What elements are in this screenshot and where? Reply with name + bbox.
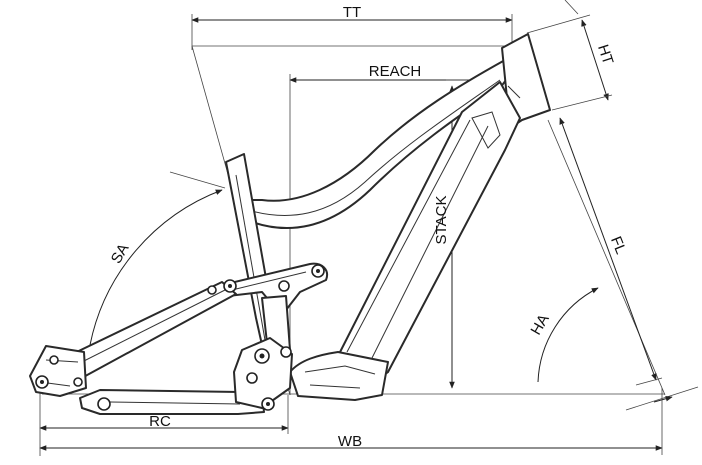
chain-stay-inner-line [109,401,241,405]
rocker-shock-pivot [278,280,290,292]
ha-arc [537,287,599,383]
label-wb: WB [338,433,362,450]
down-tube-inner-line [346,119,489,359]
ht-tick [564,0,579,15]
main-pivot-center [259,353,265,359]
shock-lower-pivot [280,346,292,358]
down-tube-cutout [471,111,501,149]
rocker-link-detail [231,271,307,291]
lower-link-pivot [246,372,258,384]
ht-top-extension [526,14,591,34]
motor-housing-detail [304,365,376,389]
label-rc: RC [149,413,171,430]
ht-bottom-extension [551,94,613,111]
fl-dimension-line [559,117,657,381]
sa-reference-line [169,171,226,189]
dimension-lines [39,0,699,456]
fork-offset-tick-1 [635,377,663,386]
chain-stay [79,389,265,415]
label-fl: FL [607,234,629,257]
dropout-pivot [73,377,83,387]
fork-offset-arrow [653,395,673,403]
motor-housing [289,351,389,401]
label-sa: SA [108,241,133,267]
rear-axle-center [40,380,44,384]
fork-axis [547,119,666,396]
label-tt: TT [343,4,361,21]
sa-arc [89,189,223,346]
upper-dropout-pivot [49,355,59,365]
main-pivot-plate [233,337,293,409]
ht-dimension-line [581,19,609,101]
bb-pivot-center [266,402,270,406]
rear-dropout [29,345,87,397]
frame-drawing [29,33,551,415]
seat-tube-inner-line [235,174,266,341]
label-stack: STACK [433,196,450,245]
label-ha: HA [528,311,553,338]
seat-stay-pivot [207,285,217,295]
chain-stay-rear-pivot [97,397,111,411]
label-ht: HT [594,42,616,66]
rocker-front-pivot-center [316,269,320,273]
label-reach: REACH [369,63,422,80]
rocker-rear-pivot-center [228,284,232,288]
top-tube-inner-line [247,79,501,216]
pivots [35,264,325,411]
seat-stay-inner-line [69,289,226,369]
